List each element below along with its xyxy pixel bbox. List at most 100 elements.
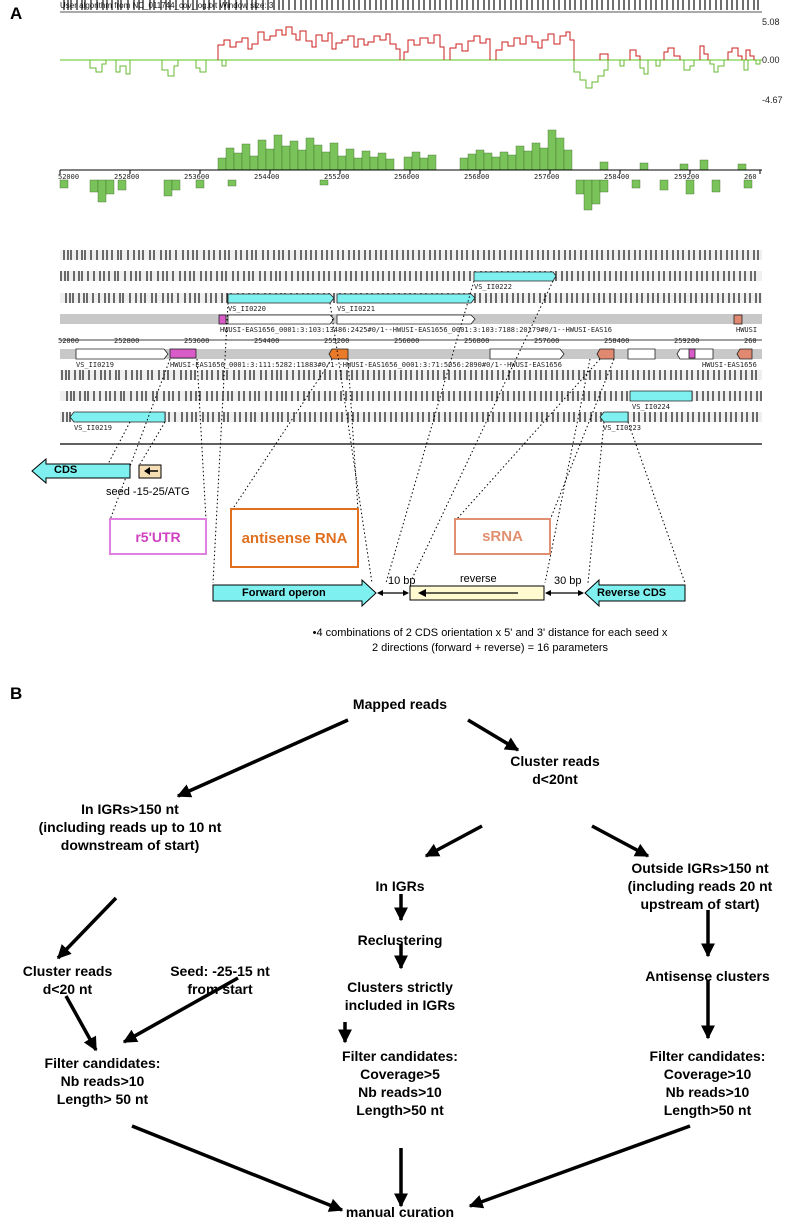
node-strict-clusters: Clusters strictly included in IGRs bbox=[320, 978, 480, 1014]
read-label-row2: HWUSI-EAS1656_0001:3:111:5282:11883#0/1-… bbox=[170, 361, 562, 369]
read-cluster-salmon-2 bbox=[736, 348, 753, 360]
node-left-filter: Filter candidates: Nb reads>10 Length> 5… bbox=[15, 1054, 190, 1108]
genome-tick-4: 255200 bbox=[324, 337, 350, 345]
read-cluster-salmon-1 bbox=[596, 348, 615, 360]
genome-tick-10: 260 bbox=[744, 337, 757, 345]
gene-label-vs-ii0220: VS_II0220 bbox=[228, 305, 266, 313]
read-cluster-salmon-end bbox=[733, 314, 743, 325]
genome-tick-0: 52000 bbox=[58, 337, 80, 345]
coverage-tick-2: 253600 bbox=[184, 173, 210, 181]
coverage-tick-0: 52000 bbox=[58, 173, 80, 181]
node-mapped-reads: Mapped reads bbox=[352, 696, 448, 712]
node-in-igrs-150-line1: In IGRs>150 nt bbox=[81, 801, 179, 817]
coverage-tick-1: 252800 bbox=[114, 173, 140, 181]
genome-tick-8: 258400 bbox=[604, 337, 630, 345]
gene-features bbox=[69, 271, 753, 423]
node-right-filter-line1: Filter candidates: bbox=[649, 1048, 766, 1064]
distance-30bp-label: 30 bp bbox=[554, 575, 582, 587]
genome-tick-9: 259200 bbox=[674, 337, 700, 345]
node-outside-igrs-line3: upstream of start) bbox=[640, 896, 760, 912]
node-mid-filter-line2: Coverage>5 bbox=[360, 1066, 440, 1082]
node-strict-clusters-line1: Clusters strictly bbox=[347, 979, 453, 995]
gene-vs-ii0219-bottom bbox=[69, 411, 166, 423]
reverse-cds-label: Reverse CDS bbox=[597, 587, 667, 599]
genome-browser-graphic bbox=[31, 0, 762, 608]
coverage-tick-10: 260 bbox=[744, 173, 757, 181]
genome-tick-2: 253600 bbox=[184, 337, 210, 345]
genome-tick-7: 257600 bbox=[534, 337, 560, 345]
node-left-cluster-reads: Cluster reads d<20 nt bbox=[0, 962, 135, 998]
gene-vs-ii0219-top bbox=[75, 348, 169, 360]
read-label-row1-end: HWUSI bbox=[736, 326, 758, 334]
reverse-cds-arrow bbox=[584, 578, 686, 608]
gene-label-vs-ii0222: VS_II0222 bbox=[474, 283, 512, 291]
coverage-tick-9: 259200 bbox=[674, 173, 700, 181]
antisense-rna-label: antisense RNA bbox=[233, 511, 356, 565]
genome-tick-3: 254400 bbox=[254, 337, 280, 345]
read-barcode-tracks bbox=[60, 0, 762, 423]
forward-read-stack bbox=[217, 129, 747, 171]
node-left-cluster-line1: Cluster reads bbox=[22, 963, 113, 979]
node-seed-line1: Seed: -25-15 nt bbox=[170, 963, 270, 979]
forward-operon-label: Forward operon bbox=[242, 587, 326, 599]
read-cluster-magenta bbox=[169, 348, 197, 359]
r5utr-box bbox=[109, 518, 207, 555]
dotted-connectors bbox=[107, 280, 686, 584]
pipeline-arrows bbox=[56, 718, 715, 1212]
parameters-note-line1: •4 combinations of 2 CDS orientation x 5… bbox=[312, 627, 668, 639]
reverse-label: reverse bbox=[460, 573, 497, 585]
node-cluster-reads: Cluster reads d<20nt bbox=[455, 752, 655, 788]
node-seed-line2: from start bbox=[187, 981, 253, 997]
scale-max-label: 5.08 bbox=[762, 17, 780, 27]
gene-vs-ii0222 bbox=[473, 271, 557, 282]
read-cluster-orange bbox=[328, 348, 349, 360]
node-strict-clusters-line2: included in IGRs bbox=[344, 997, 456, 1013]
read-label-row2-end: HWUSI-EAS1656 bbox=[702, 361, 757, 369]
node-left-filter-line2: Nb reads>10 bbox=[60, 1073, 145, 1089]
gene-label-vs-ii0223: VS_II0223 bbox=[603, 424, 641, 432]
node-left-filter-line1: Filter candidates: bbox=[44, 1055, 161, 1071]
node-cluster-reads-line2: d<20nt bbox=[532, 771, 578, 787]
node-manual-curation: manual curation bbox=[345, 1204, 455, 1220]
cds-arrow bbox=[31, 457, 131, 485]
reverse-read-stack bbox=[59, 179, 753, 211]
gene-label-vs-ii0219-top: VS_II0219 bbox=[76, 361, 114, 369]
node-outside-igrs-line1: Outside IGRs>150 nt bbox=[631, 860, 769, 876]
node-mid-filter-line1: Filter candidates: bbox=[342, 1048, 458, 1064]
node-in-igrs: In IGRs bbox=[375, 878, 425, 894]
genome-tick-1: 252800 bbox=[114, 337, 140, 345]
srna-label: sRNA bbox=[457, 521, 548, 552]
node-in-igrs-150-line3: downstream of start) bbox=[60, 837, 200, 853]
panel-b-letter: B bbox=[10, 684, 23, 703]
gene-vs-ii0221 bbox=[336, 293, 476, 304]
node-left-filter-line3: Length> 50 nt bbox=[56, 1091, 149, 1107]
seed-label: seed -15-25/ATG bbox=[106, 486, 190, 498]
cds-label: CDS bbox=[54, 464, 78, 476]
gene-vs-ii0224 bbox=[629, 390, 693, 402]
scale-mid-label: 0.00 bbox=[762, 55, 780, 65]
negative-coverage-trace bbox=[89, 60, 761, 89]
coverage-tick-6: 256800 bbox=[464, 173, 490, 181]
read-cluster-pink-1 bbox=[218, 314, 227, 325]
coverage-tick-3: 254400 bbox=[254, 173, 280, 181]
antisense-box bbox=[230, 508, 359, 568]
r5utr-label: r5'UTR bbox=[112, 521, 204, 552]
coverage-track-title: User algorithm from NC_011744_cov_log.tx… bbox=[60, 1, 274, 10]
coverage-tick-5: 256000 bbox=[394, 173, 420, 181]
node-right-filter: Filter candidates: Coverage>10 Nb reads>… bbox=[620, 1047, 795, 1119]
read-label-row1: HWUSI-EAS1656_0001:3:103:13486:2425#0/1-… bbox=[220, 326, 612, 334]
positive-coverage-trace bbox=[217, 26, 755, 60]
coverage-tick-8: 258400 bbox=[604, 173, 630, 181]
coverage-tick-4: 255200 bbox=[324, 173, 350, 181]
gene-label-vs-ii0219-bottom: VS_II0219 bbox=[74, 424, 112, 432]
node-right-filter-line3: Nb reads>10 bbox=[665, 1084, 750, 1100]
genome-tick-5: 256000 bbox=[394, 337, 420, 345]
node-left-cluster-line2: d<20 nt bbox=[42, 981, 93, 997]
coverage-tick-7: 257600 bbox=[534, 173, 560, 181]
gene-vs-ii0223 bbox=[599, 411, 629, 423]
node-cluster-reads-line1: Cluster reads bbox=[510, 753, 600, 769]
scale-min-label: -4.67 bbox=[762, 95, 783, 105]
node-right-filter-line2: Coverage>10 bbox=[663, 1066, 752, 1082]
node-mid-filter-line4: Length>50 nt bbox=[356, 1102, 444, 1118]
